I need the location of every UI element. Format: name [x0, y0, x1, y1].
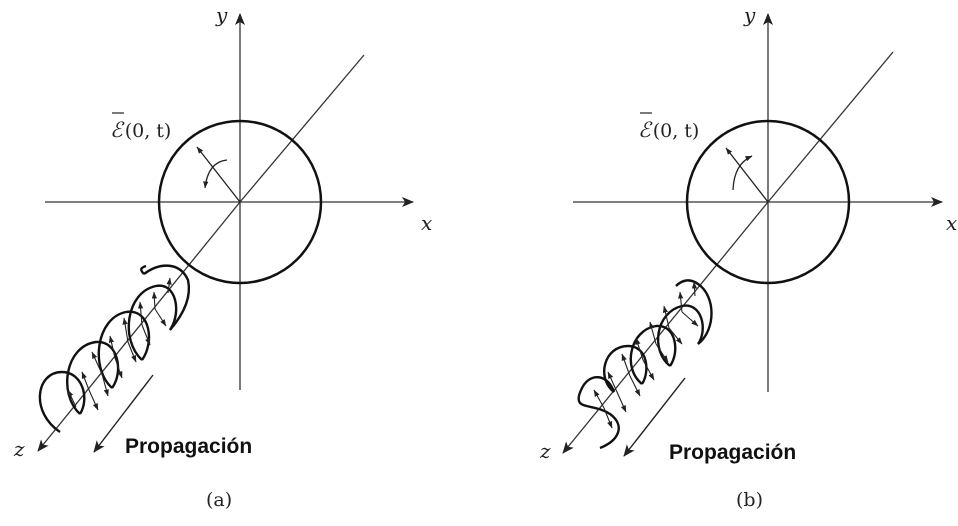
helix-field-arrows — [593, 281, 699, 429]
z-axis-label: z — [13, 437, 25, 461]
x-axis-label: x — [946, 211, 957, 235]
field-args: (0, t) — [653, 120, 700, 142]
propagation-arrow — [93, 374, 154, 453]
panel-caption: (b) — [736, 489, 763, 511]
field-args: (0, t) — [125, 120, 172, 142]
helix-field-arrows — [67, 277, 172, 411]
field-vector — [196, 146, 241, 203]
z-axis-label: z — [539, 439, 551, 463]
helix-wave — [38, 264, 191, 433]
field-symbol: ℰ — [638, 118, 653, 142]
y-axis-label: y — [215, 3, 228, 27]
field-vector — [725, 147, 769, 203]
z-axis-upper — [767, 51, 894, 203]
polarization-circle — [157, 119, 323, 285]
z-axis-upper — [239, 54, 365, 203]
y-axis-label: y — [743, 3, 756, 27]
propagation-label: Propagación — [669, 441, 796, 464]
rotation-arrow — [732, 155, 753, 191]
panel-a: y x z ℰ(0, t) — [13, 3, 432, 511]
propagation-arrow — [623, 377, 686, 457]
propagation-label: Propagación — [125, 435, 252, 458]
field-symbol: ℰ — [110, 118, 125, 142]
panel-caption: (a) — [206, 489, 232, 511]
z-axis — [37, 201, 241, 452]
panel-b: y x z ℰ(0, t) — [539, 3, 957, 511]
rotation-arrow — [203, 159, 228, 189]
polarization-circle — [685, 119, 851, 285]
x-axis-label: x — [421, 211, 432, 235]
field-label: ℰ(0, t) — [638, 118, 699, 142]
field-label: ℰ(0, t) — [110, 118, 171, 142]
